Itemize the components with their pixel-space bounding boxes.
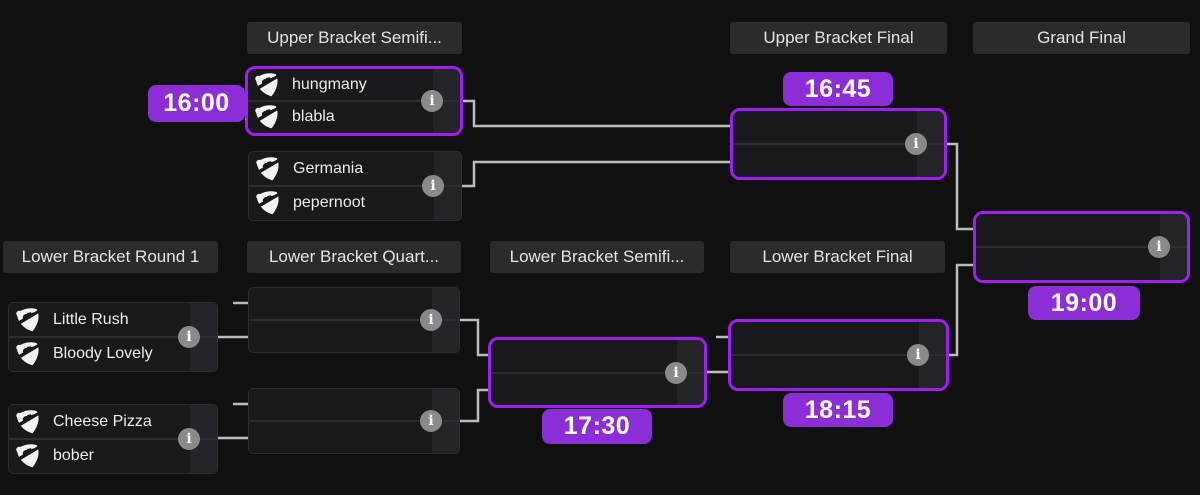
- match-lower-quarterfinal-1[interactable]: i: [248, 287, 460, 353]
- header-lower-bracket-final: Lower Bracket Final: [730, 241, 945, 273]
- team-row[interactable]: bober: [9, 439, 217, 473]
- info-icon[interactable]: i: [422, 175, 444, 197]
- info-icon[interactable]: i: [178, 326, 200, 348]
- match-lower-final[interactable]: i: [728, 319, 949, 391]
- team-name: blabla: [292, 108, 335, 125]
- match-divider: [9, 438, 217, 440]
- match-time-badge: 16:45: [783, 72, 893, 106]
- team-logo-icon: [255, 105, 279, 129]
- match-divider: [491, 371, 704, 374]
- header-upper-bracket-final: Upper Bracket Final: [730, 22, 947, 54]
- team-row[interactable]: Bloody Lovely: [9, 337, 217, 371]
- team-name: Cheese Pizza: [53, 413, 152, 430]
- match-divider: [249, 420, 459, 422]
- info-icon[interactable]: i: [905, 133, 927, 155]
- team-row[interactable]: Little Rush: [9, 303, 217, 337]
- info-icon[interactable]: i: [178, 428, 200, 450]
- match-divider: [249, 319, 459, 321]
- match-time-badge: 19:00: [1028, 286, 1140, 320]
- match-lower-round1-2[interactable]: Cheese Pizza bober i: [8, 404, 218, 474]
- match-divider: [9, 336, 217, 338]
- match-divider: [733, 143, 944, 145]
- team-logo-icon: [256, 157, 280, 181]
- team-name: pepernoot: [293, 194, 366, 211]
- header-grand-final: Grand Final: [973, 22, 1190, 54]
- match-grand-final[interactable]: i: [973, 211, 1190, 283]
- match-time-badge: 16:00: [148, 85, 245, 122]
- header-lower-bracket-semifinal: Lower Bracket Semifi...: [490, 241, 704, 273]
- info-icon[interactable]: i: [907, 344, 929, 366]
- team-row[interactable]: blabla: [248, 101, 460, 133]
- team-logo-icon: [255, 73, 279, 97]
- info-icon[interactable]: i: [1148, 236, 1170, 258]
- info-icon[interactable]: i: [420, 309, 442, 331]
- match-time-badge: 18:15: [783, 393, 893, 427]
- header-lower-bracket-quarterfinal: Lower Bracket Quart...: [247, 241, 461, 273]
- team-name: hungmany: [292, 76, 367, 93]
- team-name: Little Rush: [53, 311, 129, 328]
- team-row[interactable]: Cheese Pizza: [9, 405, 217, 439]
- match-upper-semifinal-2[interactable]: Germania pepernoot i: [248, 151, 462, 221]
- match-time-badge: 17:30: [542, 409, 652, 444]
- team-logo-icon: [16, 444, 40, 468]
- team-row[interactable]: hungmany: [248, 69, 460, 101]
- team-logo-icon: [16, 308, 40, 332]
- header-upper-bracket-semifinal: Upper Bracket Semifi...: [247, 22, 462, 54]
- header-lower-bracket-round-1: Lower Bracket Round 1: [3, 241, 218, 273]
- match-upper-semifinal-1[interactable]: hungmany blabla i: [245, 66, 463, 136]
- team-name: Bloody Lovely: [53, 345, 153, 362]
- team-row[interactable]: pepernoot: [249, 186, 461, 220]
- match-divider: [731, 354, 946, 356]
- info-icon[interactable]: i: [421, 90, 443, 112]
- team-logo-icon: [16, 410, 40, 434]
- team-logo-icon: [256, 191, 280, 215]
- team-name: Germania: [293, 160, 364, 177]
- match-divider: [248, 100, 460, 102]
- match-divider: [976, 246, 1187, 248]
- info-icon[interactable]: i: [665, 361, 687, 384]
- match-divider: [249, 185, 461, 187]
- team-logo-icon: [16, 342, 40, 366]
- team-name: bober: [53, 447, 94, 464]
- match-lower-semifinal[interactable]: i: [488, 337, 707, 408]
- match-lower-quarterfinal-2[interactable]: i: [248, 388, 460, 454]
- team-row[interactable]: Germania: [249, 152, 461, 186]
- match-upper-final[interactable]: i: [730, 108, 947, 180]
- info-icon[interactable]: i: [420, 410, 442, 432]
